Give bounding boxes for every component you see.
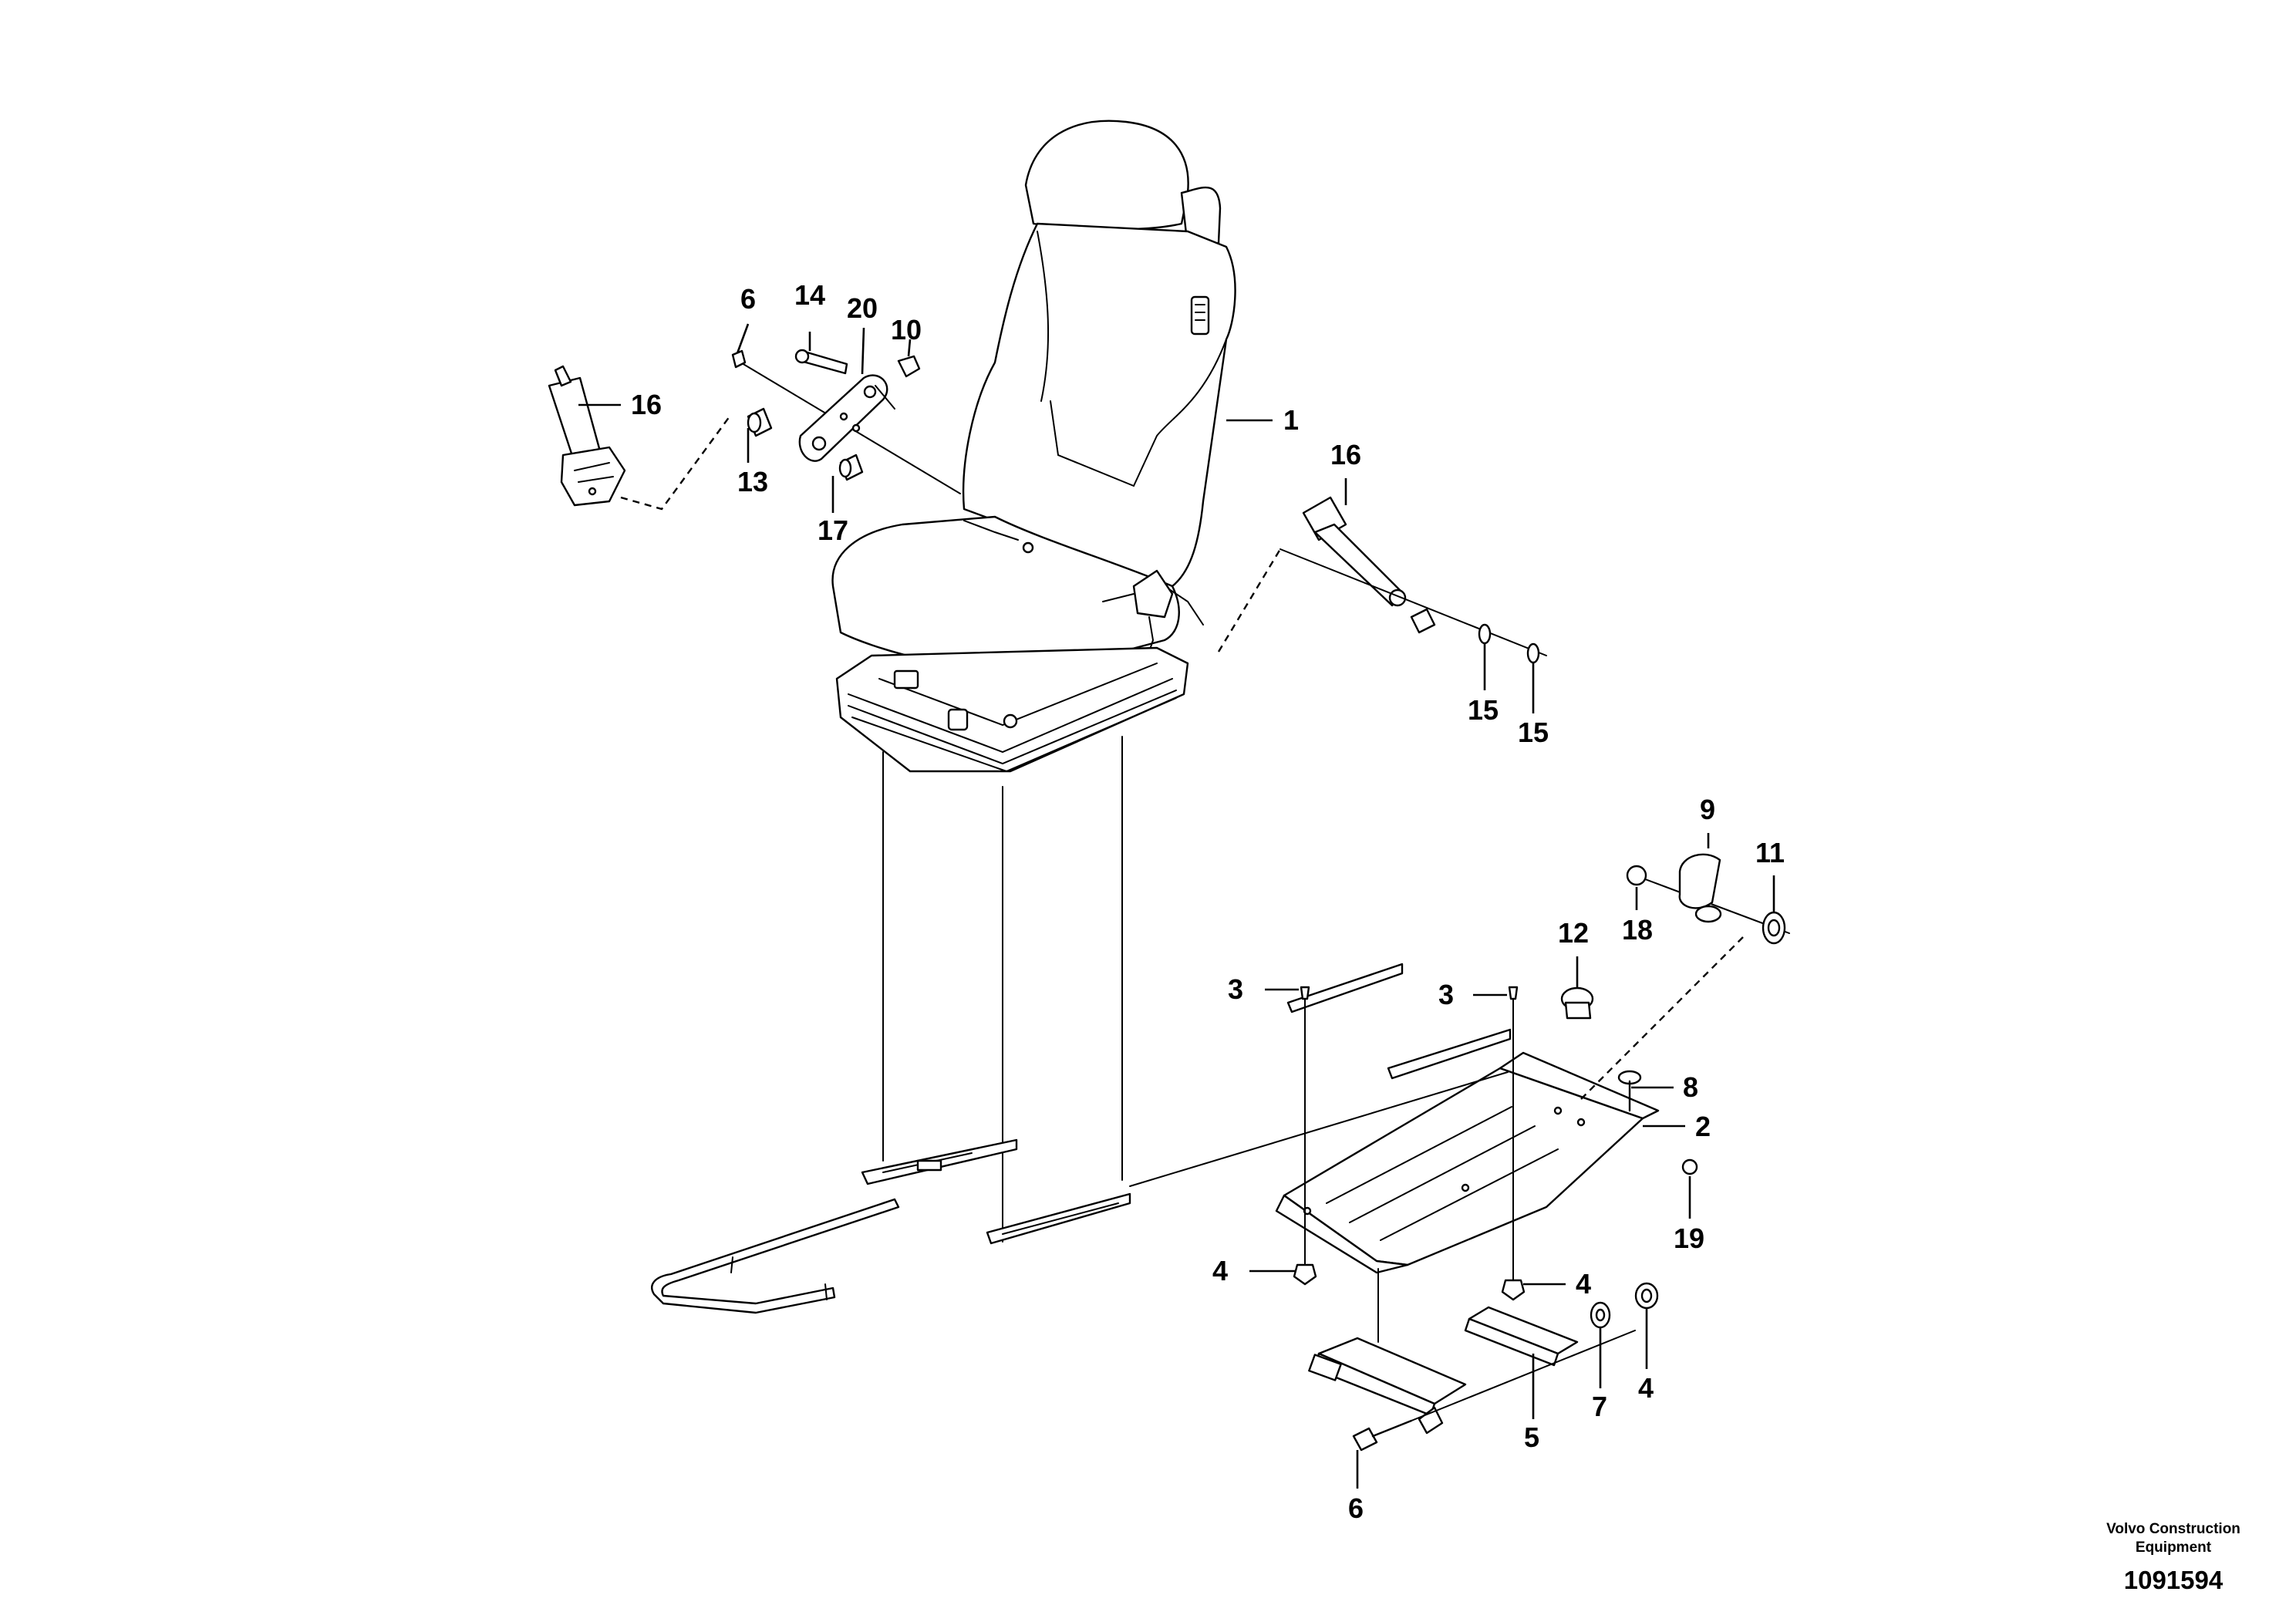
callout-3a: 3 bbox=[1228, 973, 1243, 1005]
callout-10: 10 bbox=[891, 314, 922, 346]
callout-2: 2 bbox=[1695, 1111, 1711, 1142]
seat-slide-rails bbox=[651, 1138, 1131, 1314]
callout-16a: 16 bbox=[631, 389, 662, 420]
leader-lines bbox=[578, 323, 1775, 1489]
belt-right-assembly-dashed bbox=[1217, 548, 1282, 653]
bracket-hardware bbox=[731, 349, 961, 494]
callout-17: 17 bbox=[818, 514, 848, 546]
washers-15 bbox=[1478, 623, 1540, 664]
assembly-lines-seat-to-rails bbox=[882, 736, 1123, 1243]
callout-14: 14 bbox=[794, 279, 825, 311]
callout-18: 18 bbox=[1622, 914, 1653, 946]
callout-7: 7 bbox=[1592, 1391, 1607, 1422]
callout-4c: 4 bbox=[1638, 1372, 1654, 1404]
hinge-9-11-18 bbox=[1626, 853, 1790, 945]
credit-line-1: Volvo Construction bbox=[2106, 1521, 2240, 1537]
callout-4b: 4 bbox=[1576, 1268, 1591, 1300]
callout-5: 5 bbox=[1524, 1421, 1539, 1453]
callout-16b: 16 bbox=[1330, 439, 1361, 470]
callout-9: 9 bbox=[1700, 794, 1715, 825]
callout-numbers: 1 2 3 3 4 4 4 5 6 6 7 8 9 10 11 12 13 14… bbox=[631, 279, 1785, 1524]
callout-20: 20 bbox=[847, 292, 878, 324]
callout-19: 19 bbox=[1674, 1222, 1704, 1254]
callout-8: 8 bbox=[1683, 1071, 1698, 1103]
callout-6b: 6 bbox=[1348, 1492, 1364, 1524]
screws-3 bbox=[1300, 986, 1519, 1281]
callout-13: 13 bbox=[737, 466, 768, 497]
nut-19 bbox=[1681, 1158, 1698, 1175]
callout-12: 12 bbox=[1558, 917, 1589, 949]
callout-11: 11 bbox=[1755, 837, 1785, 868]
seat-belt-buckle-right bbox=[1302, 496, 1436, 634]
belt-left-assembly-dashed bbox=[620, 416, 730, 511]
plate-assembly-dashed bbox=[1580, 936, 1744, 1100]
operator-seat bbox=[831, 120, 1236, 773]
lower-bracket bbox=[1308, 1268, 1659, 1452]
callout-15b: 15 bbox=[1518, 717, 1549, 748]
callout-15a: 15 bbox=[1468, 694, 1499, 726]
seat-base-plate bbox=[1275, 1051, 1660, 1274]
credit-line-2: Equipment bbox=[2136, 1539, 2212, 1556]
callout-4a: 4 bbox=[1212, 1255, 1228, 1286]
document-number: 1091594 bbox=[2124, 1566, 2224, 1594]
seat-belt-buckle-left bbox=[548, 365, 626, 507]
plug-12 bbox=[1560, 986, 1594, 1020]
callout-3b: 3 bbox=[1438, 979, 1454, 1010]
nuts-4 bbox=[1293, 1263, 1526, 1301]
bolt-8 bbox=[1617, 1070, 1642, 1112]
footer: Volvo Construction Equipment 1091594 bbox=[2106, 1521, 2240, 1594]
upper-rails bbox=[1129, 963, 1512, 1187]
belt-right-axis bbox=[1279, 548, 1547, 656]
callout-1: 1 bbox=[1283, 404, 1299, 436]
callout-6a: 6 bbox=[740, 283, 756, 315]
